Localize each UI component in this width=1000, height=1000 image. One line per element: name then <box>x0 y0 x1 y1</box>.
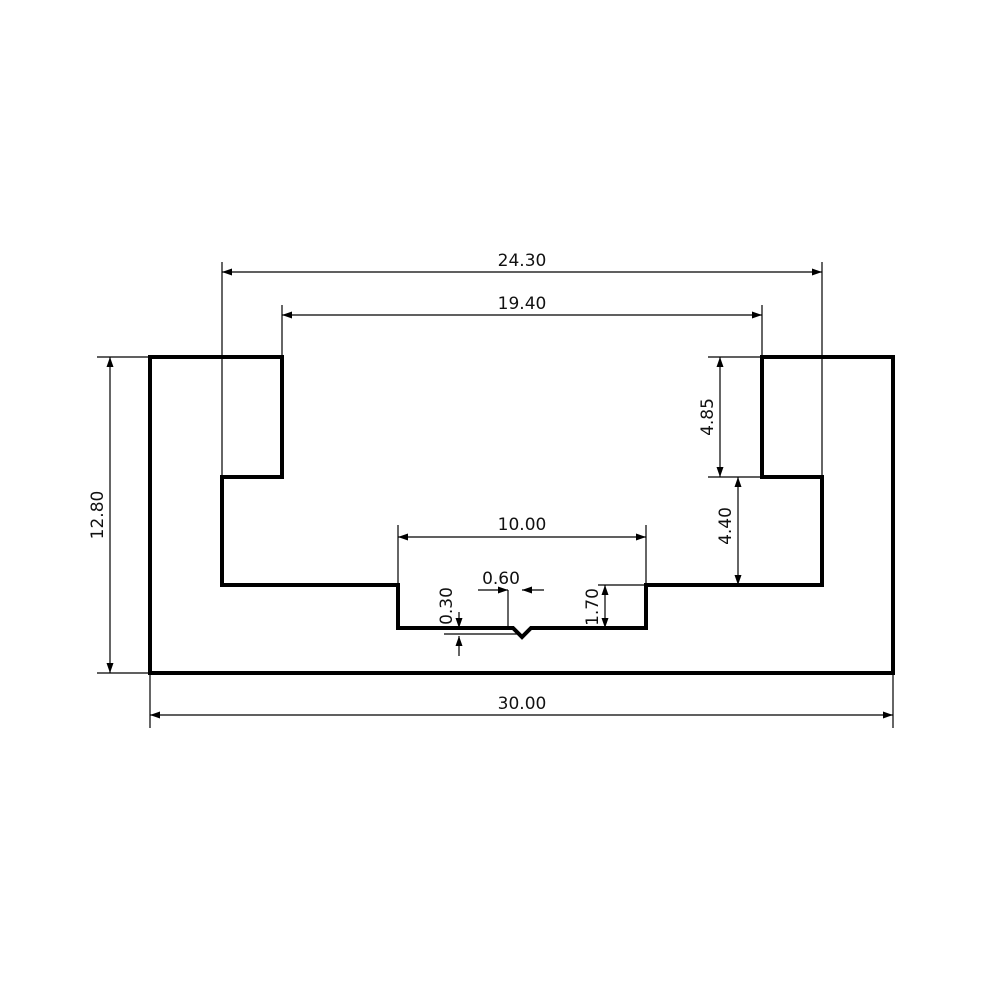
dimension-label-overall-height: 12.80 <box>88 491 108 540</box>
dimension-slot-width: 10.00 <box>397 515 647 585</box>
dimension-lip-height: 4.85 <box>698 356 762 478</box>
dimension-overall-height: 12.80 <box>88 356 150 674</box>
dimension-channel-depth: 4.40 <box>716 477 742 585</box>
dimension-label-outer-top-width: 24.30 <box>498 251 547 271</box>
dimension-groove-depth: 0.30 <box>437 587 520 656</box>
dimension-label-inner-top-width: 19.40 <box>498 294 547 314</box>
dimension-label-overall-width: 30.00 <box>498 694 547 714</box>
dimension-slot-depth: 1.70 <box>583 584 646 628</box>
dimension-label-groove-width: 0.60 <box>482 569 520 589</box>
dimension-inner-top-width: 19.40 <box>281 294 763 357</box>
dimension-label-lip-height: 4.85 <box>698 398 718 436</box>
dimension-outer-top-width: 24.30 <box>221 251 823 477</box>
dimension-label-groove-depth: 0.30 <box>437 587 457 625</box>
dimension-label-slot-width: 10.00 <box>498 515 547 535</box>
dimension-groove-width: 0.60 <box>478 569 544 630</box>
dimension-label-channel-depth: 4.40 <box>716 507 736 545</box>
dimension-label-slot-depth: 1.70 <box>583 588 603 626</box>
dimension-overall-width: 30.00 <box>149 673 894 728</box>
part-profile-outline <box>148 355 895 675</box>
